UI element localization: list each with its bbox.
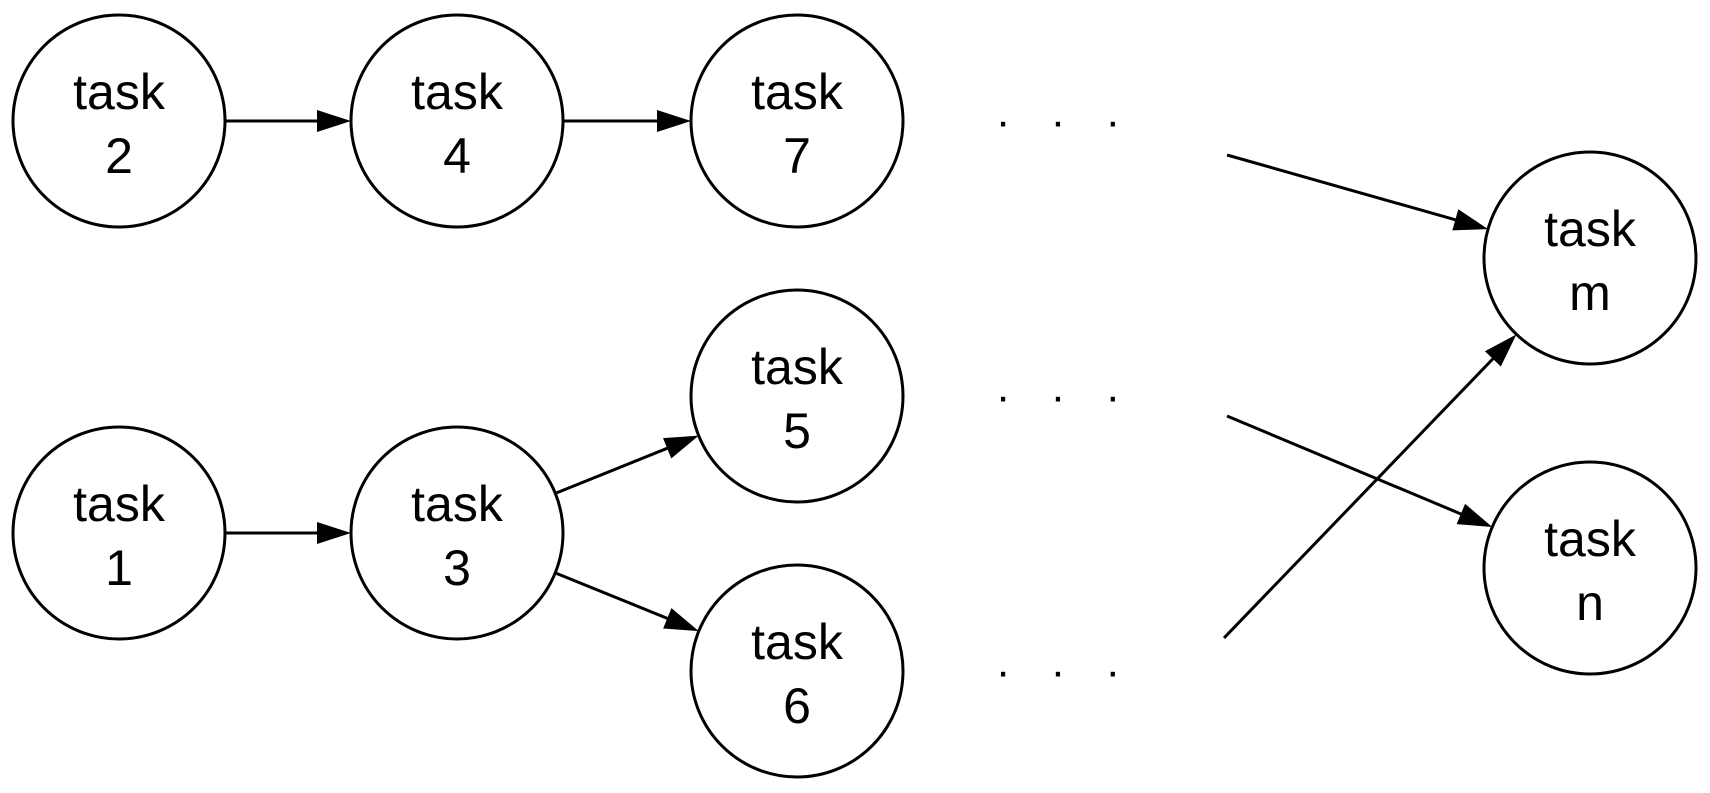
ellipsis-bottom: · · · — [996, 647, 1134, 696]
node-label-line1: task — [411, 476, 504, 532]
edge-task2-to-task4 — [225, 110, 351, 132]
node-label-line1: task — [73, 476, 166, 532]
node-label-line1: task — [73, 64, 166, 120]
arrow-head — [657, 110, 691, 132]
node-task6: task 6 — [689, 563, 905, 779]
node-task3: task 3 — [349, 425, 565, 641]
node-task2: task 2 — [11, 13, 227, 229]
edge-line — [1226, 153, 1458, 222]
node-taskn: task n — [1482, 460, 1698, 676]
node-label-line2: n — [1576, 575, 1604, 631]
arrow-head — [663, 608, 699, 632]
node-circle — [349, 425, 565, 641]
edge-line — [1226, 414, 1464, 517]
edge-ellipsis-bottom-to-taskm — [1222, 334, 1517, 640]
ellipsis-top: · · · — [996, 97, 1134, 146]
arrow-head — [317, 522, 351, 544]
edge-line — [554, 571, 670, 621]
node-label-line2: 3 — [443, 540, 471, 596]
edge-task3-to-task5 — [554, 435, 699, 495]
node-circle — [1482, 460, 1698, 676]
node-label-line1: task — [411, 64, 504, 120]
node-label-line1: task — [1544, 511, 1637, 567]
node-circle — [349, 13, 565, 229]
node-circle — [689, 563, 905, 779]
node-label-line1: task — [1544, 201, 1637, 257]
node-task1: task 1 — [11, 425, 227, 641]
edge-ellipsis-middle-to-taskn — [1226, 414, 1493, 528]
edge-task3-to-task6 — [554, 571, 699, 632]
node-circle — [11, 425, 227, 641]
arrow-head — [317, 110, 351, 132]
node-label-line1: task — [751, 339, 844, 395]
edge-line — [554, 446, 670, 495]
node-label-line1: task — [751, 64, 844, 120]
node-label-line2: 7 — [783, 128, 811, 184]
node-label-line2: 6 — [783, 678, 811, 734]
node-label-line2: 4 — [443, 128, 471, 184]
node-taskm: task m — [1482, 150, 1698, 366]
arrow-head — [1452, 209, 1489, 231]
arrow-head — [663, 435, 699, 459]
arrow-head — [1456, 503, 1493, 528]
node-circle — [11, 13, 227, 229]
node-task7: task 7 — [689, 13, 905, 229]
edge-task4-to-task7 — [563, 110, 691, 132]
node-circle — [689, 13, 905, 229]
node-label-line2: 2 — [105, 128, 133, 184]
node-label-line1: task — [751, 614, 844, 670]
node-label-line2: 1 — [105, 540, 133, 596]
node-circle — [1482, 150, 1698, 366]
nodes-layer: task 2 task 4 task 7 task 1 task 3 task 5 task 6 task m… — [11, 13, 1698, 779]
edge-task1-to-task3 — [225, 522, 351, 544]
ellipsis-middle: · · · — [996, 372, 1134, 421]
node-task4: task 4 — [349, 13, 565, 229]
edge-line — [1222, 356, 1496, 640]
edges-layer — [225, 110, 1517, 640]
edge-ellipsis-top-to-taskm — [1226, 153, 1489, 231]
arrow-head — [1484, 334, 1517, 367]
node-circle — [689, 288, 905, 504]
node-label-line2: m — [1569, 265, 1611, 321]
node-label-line2: 5 — [783, 403, 811, 459]
node-task5: task 5 — [689, 288, 905, 504]
ellipsis-layer: · · · · · · · · · — [996, 97, 1134, 696]
